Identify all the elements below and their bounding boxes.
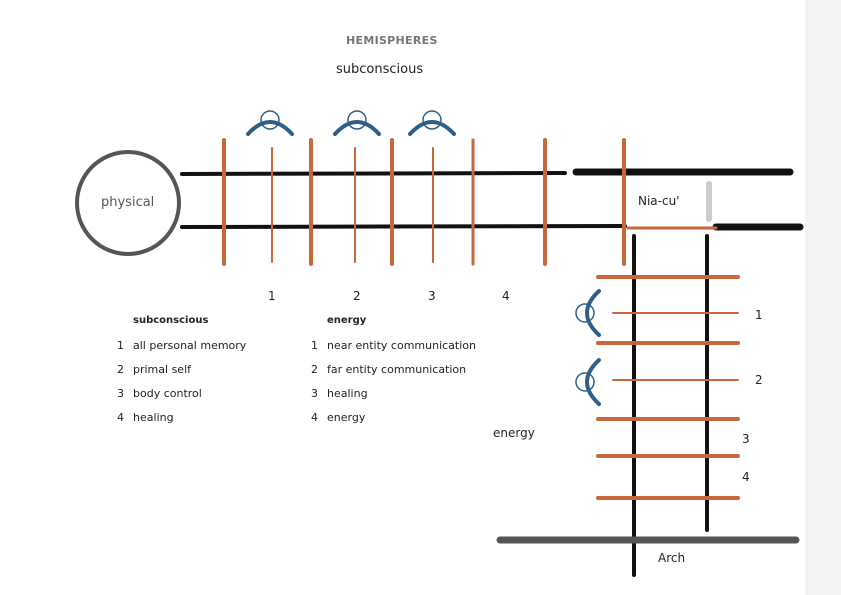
- rung-number: 4: [742, 470, 750, 484]
- side-panel: [805, 0, 841, 595]
- legend-item: far entity communication: [327, 363, 467, 376]
- section-number: 4: [502, 289, 510, 303]
- rung-number: 1: [755, 308, 763, 322]
- arch-label: Arch: [658, 551, 686, 565]
- rung-number: 2: [755, 373, 763, 387]
- legend-item: near entity communication: [327, 339, 476, 352]
- legend-heading: energy: [327, 315, 367, 326]
- legend-item: body control: [133, 387, 202, 400]
- legend-number: 3: [311, 387, 318, 400]
- nia-cu-label: Nia-cu': [638, 194, 680, 208]
- physical-circle: [75, 150, 181, 256]
- bottom-rail: [180, 224, 627, 229]
- physical-label: physical: [101, 195, 155, 210]
- legend-number: 2: [311, 363, 318, 376]
- legend-item: healing: [133, 411, 174, 424]
- section-number: 2: [353, 289, 361, 303]
- legend-item: energy: [327, 411, 366, 424]
- legend-number: 4: [311, 411, 318, 424]
- legend-number: 2: [117, 363, 124, 376]
- section-number: 3: [428, 289, 436, 303]
- energy-label: energy: [493, 426, 535, 440]
- legend-item: healing: [327, 387, 368, 400]
- legend-item: all personal memory: [133, 339, 247, 352]
- eye-icon: [246, 110, 294, 136]
- subconscious-label: subconscious: [336, 62, 424, 77]
- legend-number: 4: [117, 411, 124, 424]
- diagram-title: HEMISPHERES: [346, 34, 438, 47]
- eye-icon: [408, 110, 456, 136]
- legend-number: 1: [311, 339, 318, 352]
- eye-icon: [575, 358, 601, 406]
- section-number: 1: [268, 289, 276, 303]
- legend-number: 3: [117, 387, 124, 400]
- rung-number: 3: [742, 432, 750, 446]
- legend-item: primal self: [133, 363, 191, 376]
- eye-icon: [333, 110, 381, 136]
- eye-icon: [575, 289, 601, 337]
- legend-heading: subconscious: [133, 315, 209, 326]
- legend-number: 1: [117, 339, 124, 352]
- top-rail: [180, 171, 567, 176]
